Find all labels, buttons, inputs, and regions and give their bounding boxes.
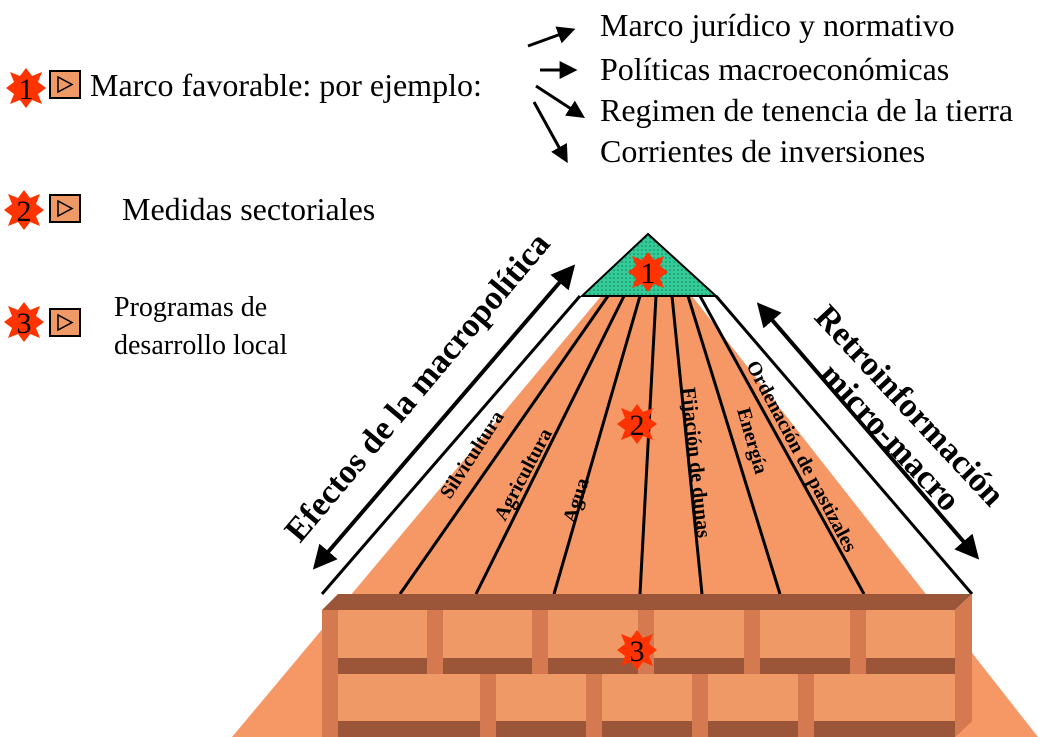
legend-label: Marco favorable: por ejemplo: [90, 67, 482, 103]
legend-label-line2: desarrollo local [114, 330, 288, 361]
macropolicy-arrow [312, 264, 576, 570]
legend-item-3: 3 Programas de desarrollo local [4, 292, 288, 361]
example-item: Marco jurídico y normativo [600, 7, 955, 43]
example-item: Regimen de tenencia de la tierra [600, 92, 1013, 128]
legend-item-2: 2 Medidas sectoriales [4, 190, 375, 230]
legend-label: Medidas sectoriales [122, 191, 375, 227]
play-icon[interactable] [49, 194, 81, 223]
legend-number: 1 [19, 73, 34, 106]
example-item: Corrientes de inversiones [600, 133, 925, 169]
apex-number-badge: 1 [628, 252, 668, 292]
example-arrows [527, 26, 586, 164]
example-item: Políticas macroeconómicas [600, 51, 949, 87]
middle-number: 2 [630, 409, 645, 442]
play-icon[interactable] [49, 308, 81, 337]
feedback-arrow [756, 302, 980, 560]
base-number-badge: 3 [617, 630, 657, 670]
middle-number-badge: 2 [617, 404, 657, 444]
legend-number: 3 [17, 307, 32, 340]
legend-label-line1: Programas de [114, 292, 267, 323]
legend-number: 2 [17, 195, 32, 228]
apex-number: 1 [641, 257, 656, 290]
legend-item-1: 1 Marco favorable: por ejemplo: [6, 67, 482, 108]
brick-wall [322, 594, 972, 737]
play-icon[interactable] [49, 70, 81, 99]
base-number: 3 [630, 635, 645, 668]
